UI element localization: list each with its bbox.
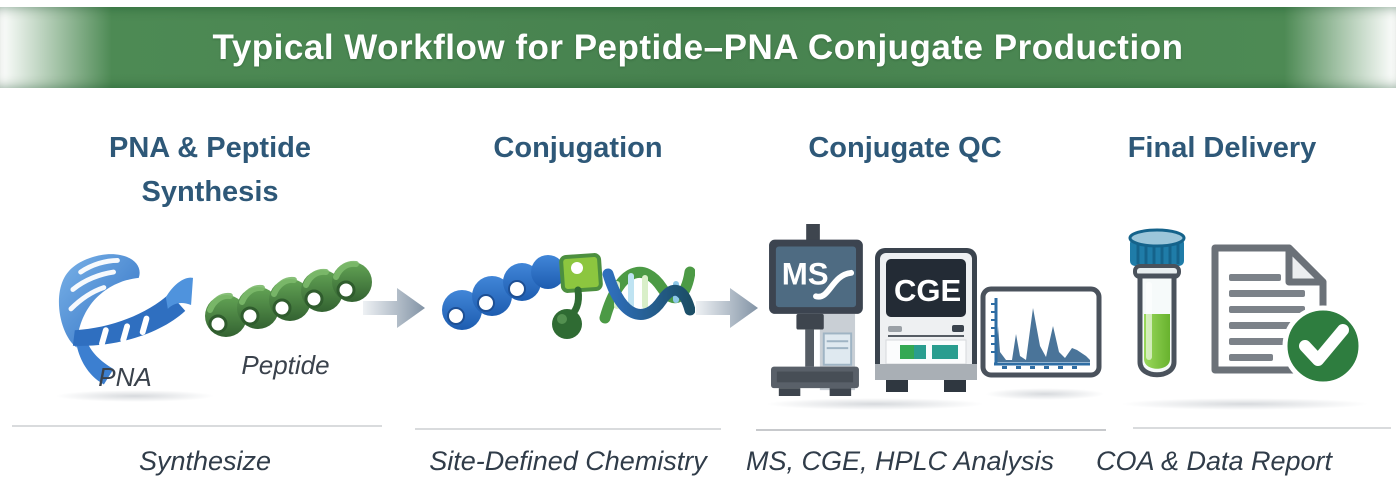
- ground-shadow: [985, 388, 1105, 400]
- hplc-chromatogram-icon: [980, 286, 1102, 378]
- peptide-label: Peptide: [241, 350, 330, 380]
- ms-screen-label: MS: [782, 257, 829, 292]
- document-text-lines: [1229, 274, 1305, 361]
- ground-shadow: [765, 398, 985, 410]
- pna-ribbon-icon: [58, 254, 193, 385]
- arrow-right-icon: [363, 288, 425, 328]
- ground-shadow: [55, 390, 215, 402]
- ground-shadow: [1120, 398, 1370, 410]
- stage-heading-conjugate-qc: Conjugate QC: [808, 132, 1002, 164]
- pna-label: PNA: [98, 362, 152, 392]
- peptide-coil-icon: [205, 260, 372, 337]
- stage-caption-synthesize: Synthesize: [138, 446, 272, 476]
- stage-caption-coa: COA & Data Report: [1095, 446, 1333, 476]
- peptide-pna-conjugate-icon: [442, 253, 695, 339]
- cge-analyzer-icon: CGE: [875, 248, 977, 392]
- check-mark-icon: [1299, 324, 1349, 366]
- coa-report-check-icon: [1211, 244, 1364, 387]
- stage-heading-final-delivery: Final Delivery: [1127, 132, 1317, 164]
- stage-heading-synthesis: PNA & Peptide Synthesis: [109, 132, 311, 208]
- stage-caption-chemistry: Site-Defined Chemistry: [429, 446, 707, 476]
- stage-caption-analysis: MS, CGE, HPLC Analysis: [745, 446, 1055, 476]
- stage-divider: [415, 428, 721, 430]
- mass-spectrometer-icon: MS: [769, 224, 863, 396]
- stage-divider: [756, 429, 1106, 431]
- cge-screen-label: CGE: [894, 273, 961, 308]
- stage-heading-conjugation: Conjugation: [493, 132, 663, 164]
- page-title: Typical Workflow for Peptide–PNA Conjuga…: [212, 27, 1184, 67]
- title-banner: Typical Workflow for Peptide–PNA Conjuga…: [0, 7, 1396, 88]
- arrow-right-icon: [696, 288, 758, 328]
- stage-divider: [12, 425, 382, 427]
- sample-tube-icon: [1128, 228, 1186, 378]
- stage-divider: [1133, 427, 1391, 429]
